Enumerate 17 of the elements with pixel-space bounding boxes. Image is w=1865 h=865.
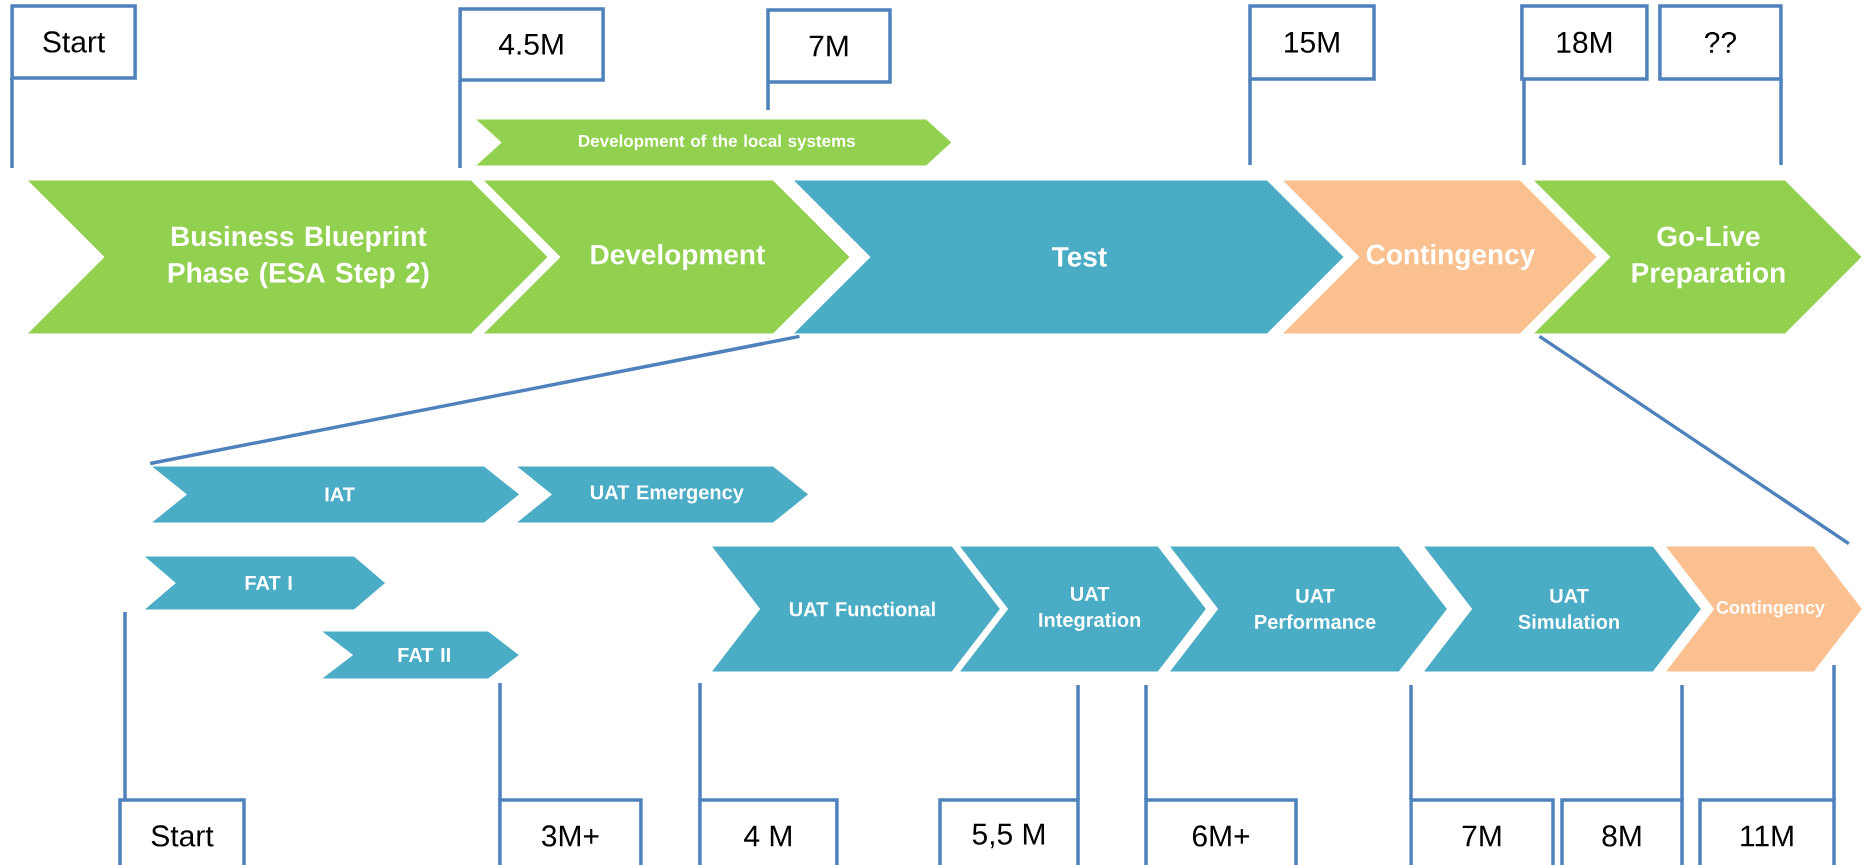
milestone-flag: ??: [1658, 4, 1783, 165]
phase-block: FAT II: [307, 626, 528, 684]
milestone-flag: 18M: [1520, 4, 1649, 165]
milestone-flag: Start: [10, 4, 137, 168]
milestone-flag: 8M: [1560, 685, 1684, 865]
milestone-flag: 3M+: [498, 683, 643, 865]
milestone-flag: 11M: [1698, 665, 1836, 865]
milestone-flag: 7M: [766, 8, 892, 110]
milestone-flag: 6M+: [1144, 685, 1298, 865]
connector-line: [1538, 334, 1850, 546]
phase-block: FAT I: [131, 551, 393, 615]
milestone-flag: 4 M: [698, 683, 839, 865]
connector-line: [149, 334, 800, 466]
milestone-flag: 5,5 M: [938, 685, 1080, 865]
milestone-flag: Start: [118, 612, 246, 865]
milestone-flag: 7M: [1409, 685, 1555, 865]
milestone-flag: 15M: [1248, 4, 1376, 165]
